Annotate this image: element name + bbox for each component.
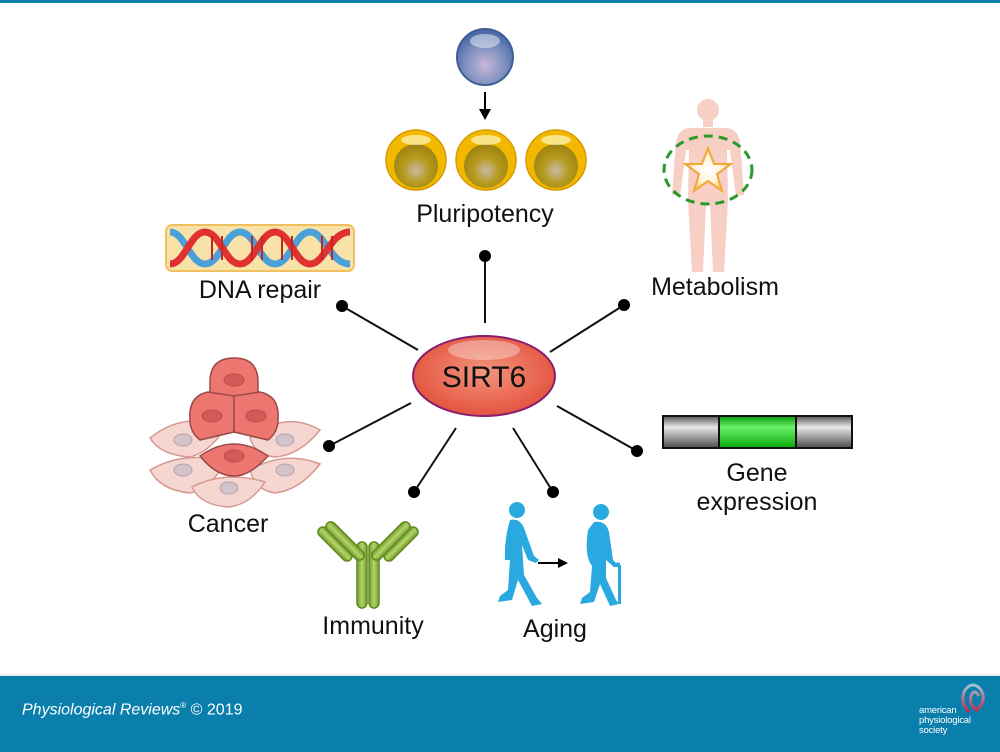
connector-aging: [512, 427, 554, 493]
aging-arrow-icon: [538, 558, 568, 568]
node-label-cancer: Cancer: [187, 510, 269, 538]
aps-line-3: society: [919, 725, 948, 736]
aps-logo: american physiological society: [917, 676, 997, 752]
connector-dna-repair: [341, 305, 419, 351]
copyright-text: © 2019: [190, 701, 243, 719]
aps-line-1: american: [919, 705, 957, 716]
connectors: [328, 256, 638, 493]
node-label-dna-repair: DNA repair: [198, 276, 322, 304]
aps-wordmark: american physiological society: [919, 706, 971, 736]
aging-walkers-icon: [498, 502, 621, 606]
connector-metabolism: [549, 304, 625, 353]
journal-credit: Physiological Reviews® © 2019: [22, 701, 242, 719]
node-label-gene-expression-line2: expression: [696, 488, 818, 516]
aps-line-2: physiological: [919, 715, 971, 726]
connector-end-dots: [323, 250, 643, 498]
node-label-metabolism: Metabolism: [651, 273, 779, 301]
connector-cancer: [328, 402, 412, 447]
sirt6-node: [412, 335, 556, 417]
dna-helix-icon: [165, 224, 355, 272]
node-label-gene-expression-line1: Gene: [726, 459, 788, 487]
header-bar: [0, 0, 1000, 3]
connector-immunity: [413, 427, 457, 493]
sirt6-label: SIRT6: [441, 361, 527, 394]
cancer-cells-icon: [149, 357, 322, 508]
aps-loop-icon: [961, 683, 985, 714]
sirt6-diagram: SIRT6 Pluripotency Metabolism Gene expre…: [0, 3, 1000, 671]
journal-name: Physiological Reviews: [22, 701, 181, 719]
human-body-metabolism-icon: [662, 99, 754, 272]
connector-gene-expression: [556, 405, 638, 452]
antibody-icon: [317, 521, 419, 609]
registered-mark: ®: [180, 701, 187, 710]
stem-cell-differentiation-icon: [385, 28, 587, 191]
gene-bar-icon: [662, 415, 853, 449]
node-label-pluripotency: Pluripotency: [416, 200, 554, 228]
diagram-graphics: [149, 28, 853, 609]
node-label-aging: Aging: [523, 615, 587, 643]
node-label-immunity: Immunity: [322, 612, 424, 640]
footer-bar: Physiological Reviews® © 2019 american p…: [0, 674, 1000, 752]
